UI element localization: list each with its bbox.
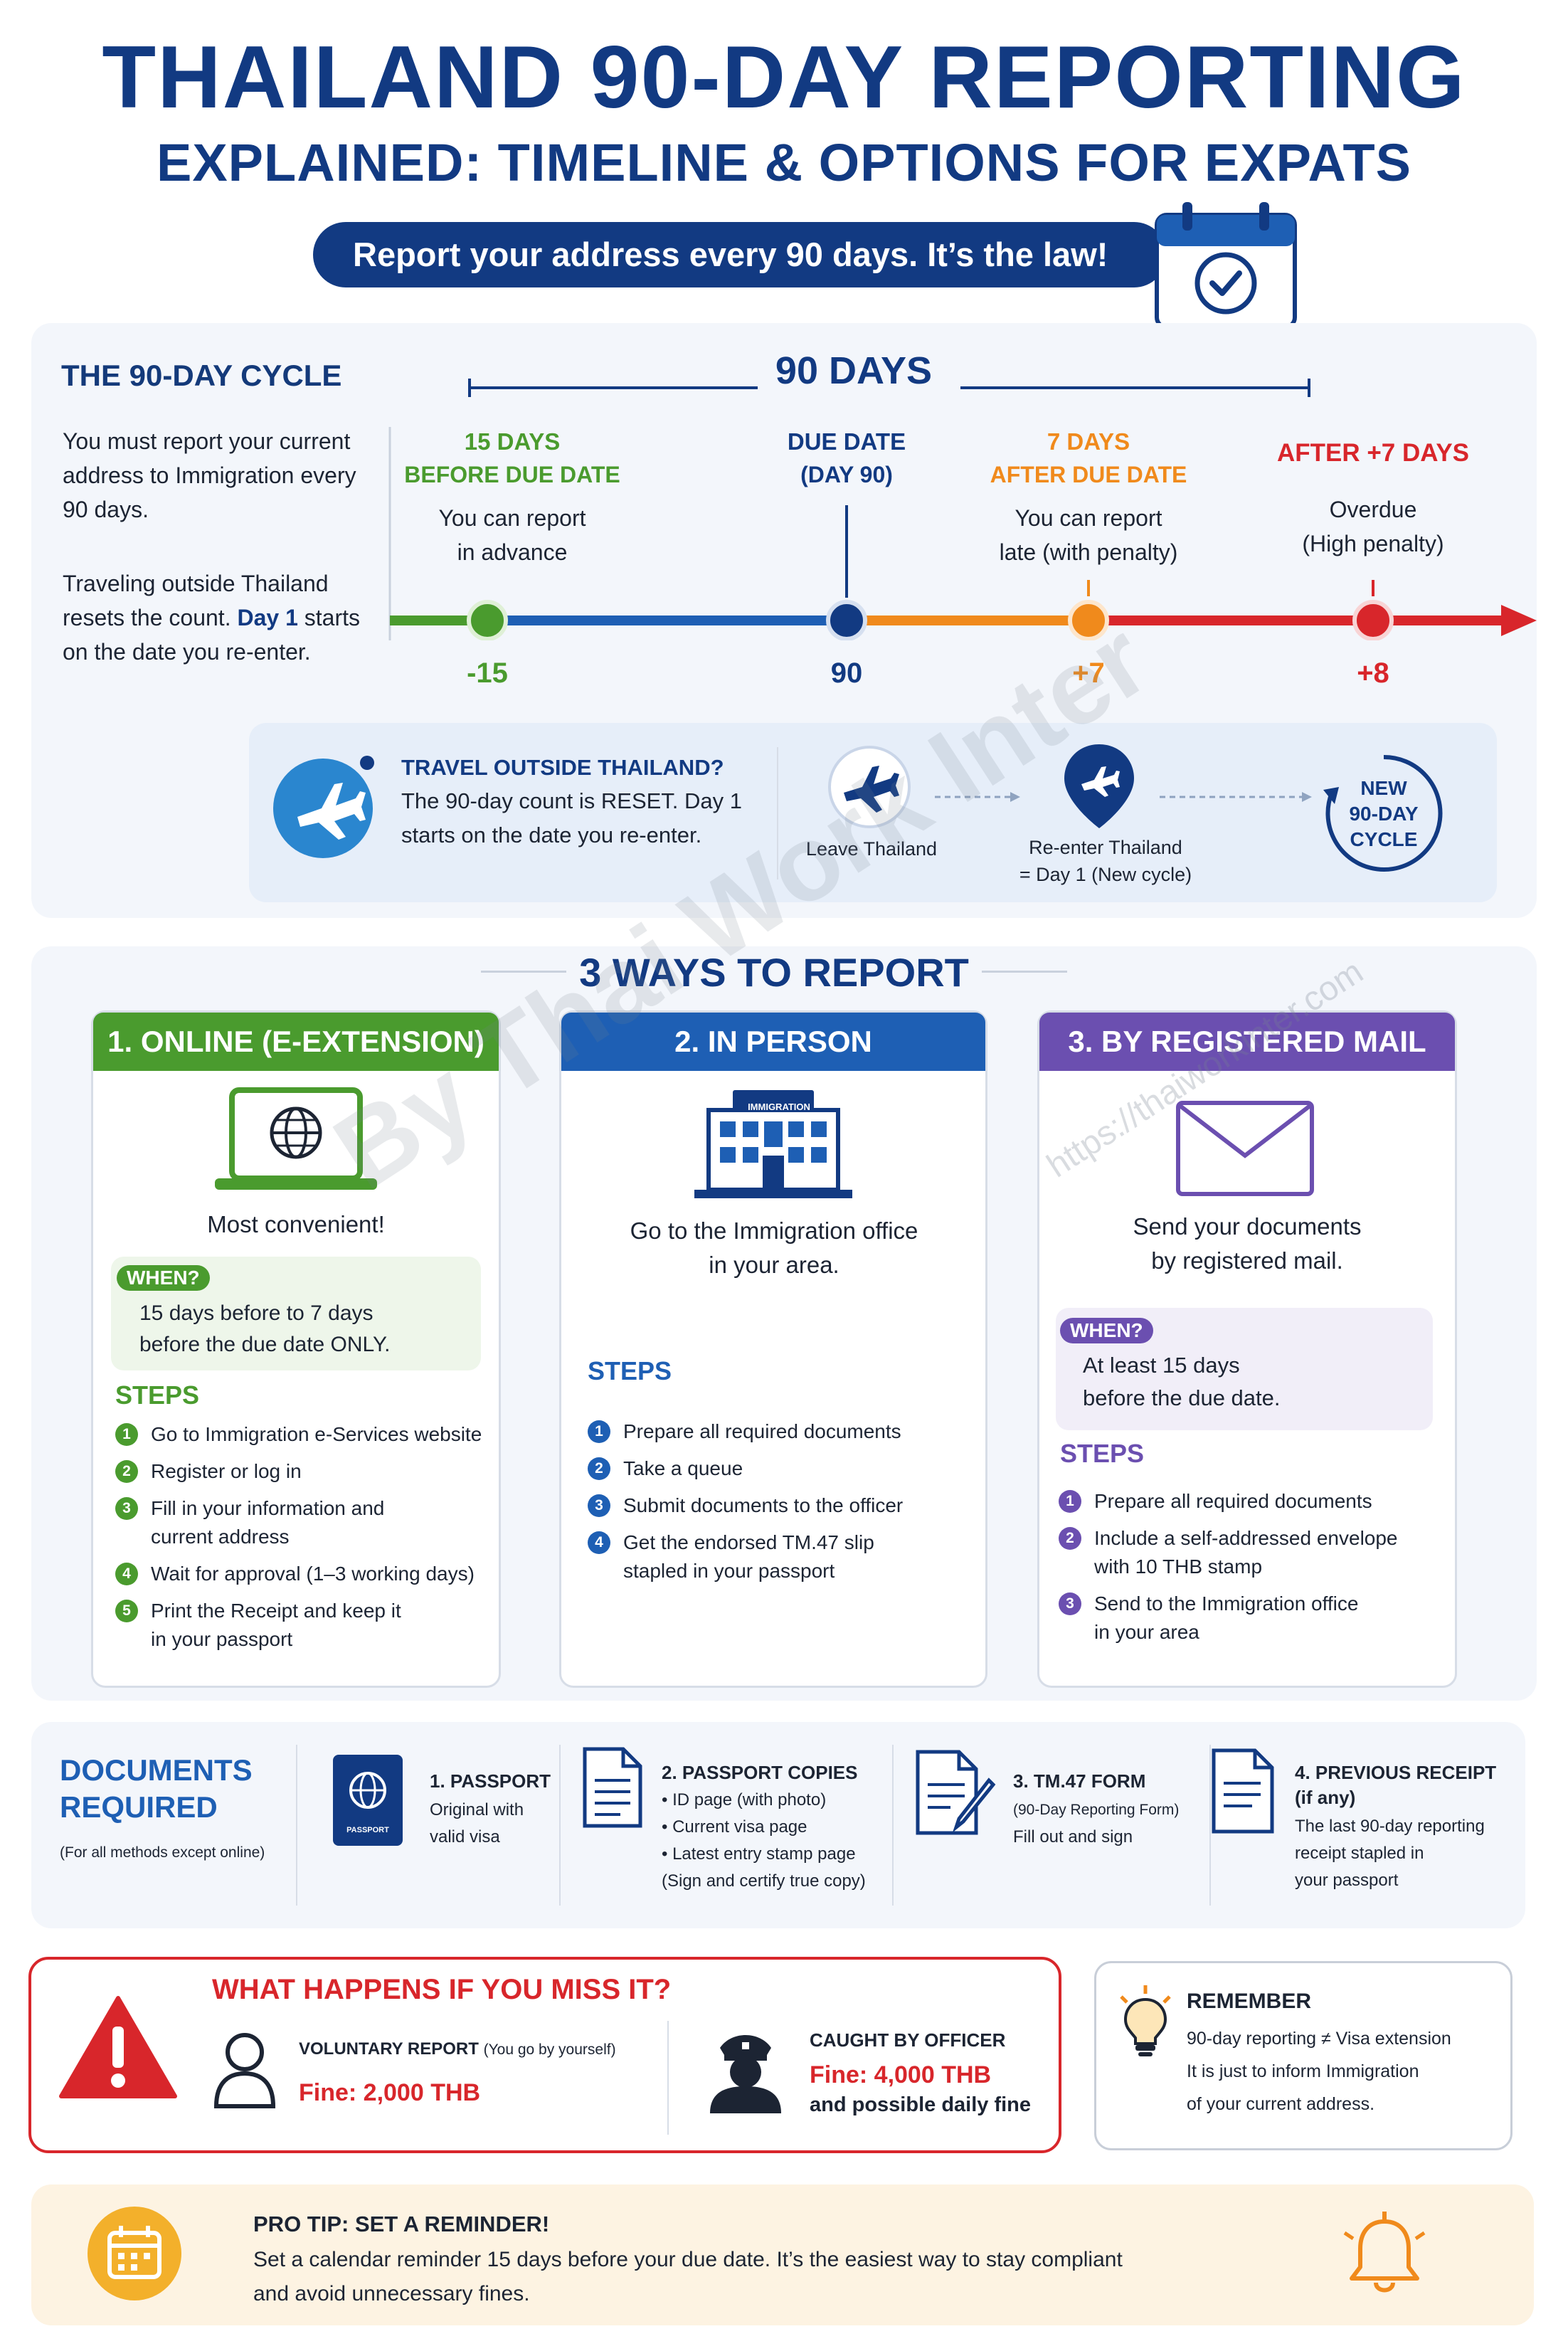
cycle-span-label: 90 DAYS [775, 349, 933, 392]
point-plus8: AFTER +7 DAYS Overdue (High penalty) [1276, 439, 1470, 556]
laptop-globe-icon [215, 1087, 377, 1190]
mail-when-text: At least 15 days before the due date. [1083, 1353, 1281, 1410]
documents-note: (For all methods except online) [60, 1844, 265, 1861]
law-banner: Report your address every 90 days. It’s … [313, 222, 1167, 287]
value-minus15: -15 [467, 657, 508, 689]
remember-text: REMEMBER 90-day reporting ≠ Visa extensi… [1187, 1990, 1451, 2114]
documents-heading: DOCUMENTS REQUIRED [60, 1753, 253, 1824]
new-cycle-icon [1323, 754, 1443, 872]
doc-item-copies: 2. PASSPORT COPIES • ID page (with photo… [662, 1762, 866, 1891]
in-person-card-title: 2. IN PERSON [561, 1013, 985, 1071]
ways-heading: 3 WAYS TO REPORT [579, 950, 969, 995]
penalty-divider [667, 2021, 669, 2135]
mail-when-box: WHEN? At least 15 days before the due da… [1056, 1308, 1433, 1430]
pro-tip-text: PRO TIP: SET A REMINDER! Set a calendar … [253, 2212, 1123, 2305]
mail-card-title: 3. BY REGISTERED MAIL [1039, 1013, 1455, 1071]
calendar-check-icon [1155, 202, 1297, 329]
receipt-icon [1212, 1748, 1274, 1834]
online-when-label: WHEN? [117, 1265, 210, 1291]
leave-plane-icon [828, 746, 911, 828]
value-90: 90 [830, 657, 863, 689]
reenter-pin-icon [1064, 744, 1134, 828]
doc-divider [559, 1745, 561, 1906]
doc-item-tm47: 3. TM.47 FORM (90-Day Reporting Form) Fi… [1013, 1770, 1180, 1847]
online-when-box: WHEN? 15 days before to 7 days before th… [111, 1257, 481, 1370]
value-plus8: +8 [1357, 657, 1389, 689]
mail-steps-title: STEPS [1060, 1439, 1145, 1468]
point-minus15: 15 DAYS BEFORE DUE DATE You can report i… [404, 428, 620, 565]
immigration-building-label: IMMIGRATION [748, 1101, 810, 1112]
in-person-tagline: Go to the Immigration office in your are… [630, 1217, 918, 1278]
in-person-steps-title: STEPS [588, 1356, 672, 1385]
doc-divider [892, 1745, 894, 1906]
voluntary-fine: Fine: 2,000 THB [299, 2079, 481, 2106]
point-due-date: DUE DATE (DAY 90) [787, 428, 906, 487]
online-tagline: Most convenient! [207, 1211, 385, 1237]
page-subtitle: EXPLAINED: TIMELINE & OPTIONS FOR EXPATS [156, 133, 1412, 192]
person-icon [213, 2033, 276, 2108]
penalty-heading: WHAT HAPPENS IF YOU MISS IT? [212, 1974, 672, 2005]
remember-box [1094, 1961, 1513, 2150]
bell-icon [1343, 2212, 1426, 2293]
travel-divider [777, 747, 778, 879]
online-when-text: 15 days before to 7 days before the due … [139, 1301, 391, 1356]
travel-arrows [935, 792, 1312, 802]
documents-section [31, 1722, 1525, 1928]
calendar-reminder-icon [88, 2207, 181, 2300]
cycle-intro-1: You must report your current address to … [63, 428, 356, 522]
warning-icon [59, 1996, 177, 2098]
police-officer-icon [710, 2035, 781, 2113]
point-plus7: 7 DAYS AFTER DUE DATE You can report lat… [990, 428, 1187, 565]
page-title: THAILAND 90-DAY REPORTING [102, 28, 1466, 127]
doc-item-passport: 1. PASSPORT Original with valid visa [430, 1770, 551, 1847]
caught-by-officer: CAUGHT BY OFFICER Fine: 4,000 THB and po… [810, 2029, 1032, 2116]
doc-item-receipt: 4. PREVIOUS RECEIPT (if any) The last 90… [1295, 1762, 1497, 1890]
airplane-circle-icon [273, 756, 374, 858]
travel-text: TRAVEL OUTSIDE THAILAND? The 90-day coun… [401, 755, 743, 847]
mail-tagline: Send your documents by registered mail. [1133, 1213, 1362, 1274]
cycle-intro-2: Traveling outside Thailand resets the co… [63, 571, 360, 665]
new-cycle-label: NEW 90-DAY CYCLE [1349, 777, 1419, 850]
ways-rule-left [481, 971, 566, 973]
reenter-label: Re-enter Thailand = Day 1 (New cycle) [1019, 837, 1192, 885]
lightbulb-icon [1120, 1985, 1171, 2056]
doc-divider [296, 1745, 297, 1906]
penalty-section [28, 1957, 1061, 2153]
form-pen-icon [916, 1750, 996, 1835]
mail-when-label: WHEN? [1060, 1318, 1153, 1343]
pro-tip-section [31, 2184, 1534, 2325]
document-copy-icon [583, 1747, 642, 1828]
passport-cover-label: PASSPORT [346, 1826, 389, 1834]
online-steps-title: STEPS [115, 1380, 200, 1410]
leave-label: Leave Thailand [805, 838, 938, 860]
online-card-title: 1. ONLINE (E-EXTENSION) [93, 1013, 499, 1071]
voluntary-report: VOLUNTARY REPORT (You go by yourself) [299, 2039, 616, 2059]
passport-icon [333, 1755, 403, 1846]
value-plus7: +7 [1072, 657, 1105, 689]
cycle-heading: THE 90-DAY CYCLE [61, 359, 342, 392]
envelope-icon [1176, 1101, 1314, 1196]
doc-divider [1209, 1745, 1211, 1906]
ways-rule-right [982, 971, 1067, 973]
immigration-building-icon [694, 1090, 852, 1198]
cycle-timeline [388, 379, 1537, 640]
